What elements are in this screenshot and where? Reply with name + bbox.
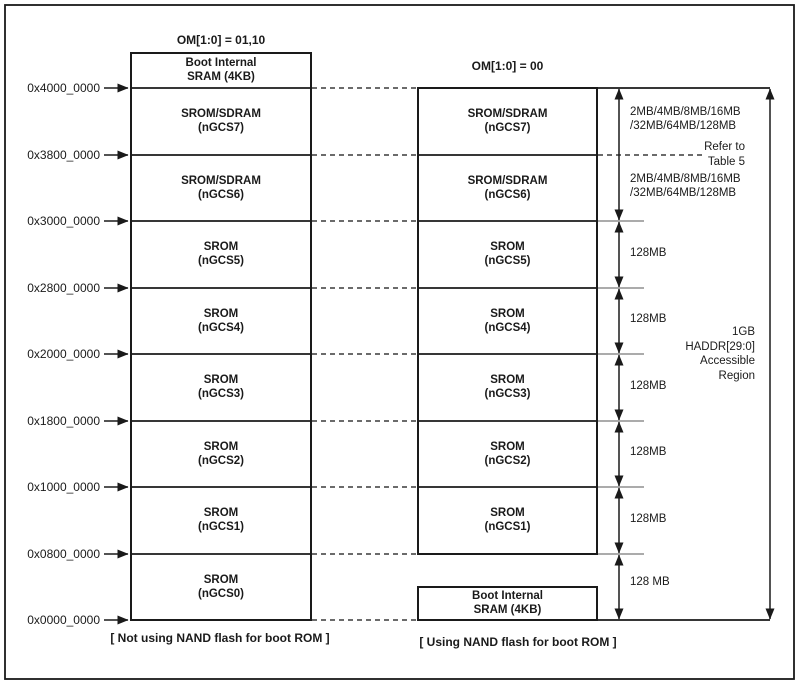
size-line: 2MB/4MB/8MB/16MB [630,106,741,118]
region-line: (nGCS6) [198,189,244,201]
region-line: SROM [203,241,239,253]
region-line: (nGCS3) [484,388,531,400]
region-line: (nGCS2) [484,455,531,467]
region-line: SROM [490,241,525,253]
region-line: SROM [490,308,525,320]
region-line: Boot Internal [185,57,257,69]
region-label-left-ngcs5: SROM (nGCS5) [133,240,309,268]
region-line: SROM [490,374,525,386]
size-line: /32MB/64MB/128MB [630,186,737,199]
region-line: SROM [203,308,239,320]
left-column-box [130,52,312,621]
region-line: SRAM (4KB) [187,71,255,83]
total-line: Accessible [700,355,755,367]
address-label: 0x3000_0000 [27,214,100,228]
segment-size-label: 128MB [630,380,667,392]
region-line: Boot Internal [472,590,543,602]
left-column-header: OM[1:0] = 01,10 [176,33,266,47]
total-line: Region [718,369,755,382]
refer-line: Refer to [704,141,745,153]
region-line: (nGCS1) [198,521,244,533]
address-label: 0x2800_0000 [27,281,100,295]
ngcs6-size-note: 2MB/4MB/8MB/16MB /32MB/64MB/128MB [630,173,741,200]
region-line: (nGCS0) [198,588,244,600]
total-line: 1GB [731,326,755,338]
right-column-header: OM[1:0] = 00 [471,59,544,73]
segment-size-label: 128MB [630,247,667,259]
total-region-note: 1GB HADDR[29:0] Accessible Region [669,325,755,383]
region-line: SRAM (4KB) [473,604,542,616]
region-label-left-ngcs7: SROM/SDRAM (nGCS7) [133,107,309,135]
region-line: (nGCS2) [198,455,244,467]
region-label-left-ngcs1: SROM (nGCS1) [133,506,309,534]
region-label-left-boot: Boot Internal SRAM (4KB) [133,56,309,84]
region-line: (nGCS6) [484,189,531,201]
region-line: SROM [203,574,239,586]
region-line: SROM [203,374,239,386]
address-label: 0x0000_0000 [27,613,100,627]
region-line: SROM [203,441,239,453]
address-arrows [104,83,129,625]
size-line: /32MB/64MB/128MB [630,119,737,132]
region-label-right-ngcs3: SROM (nGCS3) [420,373,595,401]
region-line: (nGCS4) [198,322,244,334]
region-label-right-ngcs1: SROM (nGCS1) [420,506,595,534]
region-line: (nGCS7) [198,122,244,134]
refer-line: Table 5 [707,155,745,168]
region-label-right-ngcs6: SROM/SDRAM (nGCS6) [420,174,595,202]
right-boot-sram-box [417,586,598,621]
region-label-left-ngcs6: SROM/SDRAM (nGCS6) [133,174,309,202]
ngcs7-size-note: 2MB/4MB/8MB/16MB /32MB/64MB/128MB [630,106,741,133]
region-label-left-ngcs0: SROM (nGCS0) [133,573,309,601]
region-line: (nGCS5) [484,255,531,267]
region-label-right-ngcs7: SROM/SDRAM (nGCS7) [420,107,595,135]
region-line: SROM/SDRAM [467,108,548,120]
total-line: HADDR[29:0] [685,340,755,353]
right-column-box [417,87,598,555]
dashed-connectors [312,87,417,621]
left-column-caption: [ Not using NAND flash for boot ROM ] [110,631,330,645]
gray-tick-extensions [598,220,644,555]
region-line: (nGCS4) [484,322,531,334]
right-column-dividers [418,154,597,488]
region-line: SROM [203,507,239,519]
address-label: 0x3800_0000 [27,148,100,162]
address-label: 0x1800_0000 [27,414,100,428]
address-label: 0x2000_0000 [27,347,100,361]
segment-size-label: 128MB [630,313,667,325]
region-line: (nGCS1) [484,521,531,533]
left-column-dividers [131,87,311,555]
segment-size-label: 128MB [630,446,667,458]
right-column-caption: [ Using NAND flash for boot ROM ] [419,635,617,649]
region-label-right-boot: Boot Internal SRAM (4KB) [420,589,595,617]
region-label-right-ngcs4: SROM (nGCS4) [420,307,595,335]
region-label-left-ngcs3: SROM (nGCS3) [133,373,309,401]
address-label: 0x0800_0000 [27,547,100,561]
region-line: SROM/SDRAM [181,175,261,187]
region-line: SROM/SDRAM [467,175,548,187]
segment-size-label: 128MB [630,513,667,525]
region-line: SROM/SDRAM [181,108,261,120]
region-label-right-ngcs5: SROM (nGCS5) [420,240,595,268]
size-line: 2MB/4MB/8MB/16MB [630,173,741,185]
region-line: (nGCS5) [198,255,244,267]
region-label-left-ngcs2: SROM (nGCS2) [133,440,309,468]
address-label: 0x1000_0000 [27,480,100,494]
region-line: SROM [490,507,525,519]
refer-note: Refer to Table 5 [655,140,745,169]
address-label: 0x4000_0000 [27,81,100,95]
region-line: SROM [490,441,525,453]
segment-size-label: 128 MB [630,576,670,588]
region-label-right-ngcs2: SROM (nGCS2) [420,440,595,468]
outer-frame [4,4,795,680]
region-line: (nGCS3) [198,388,244,400]
region-line: (nGCS7) [484,122,531,134]
region-label-left-ngcs4: SROM (nGCS4) [133,307,309,335]
